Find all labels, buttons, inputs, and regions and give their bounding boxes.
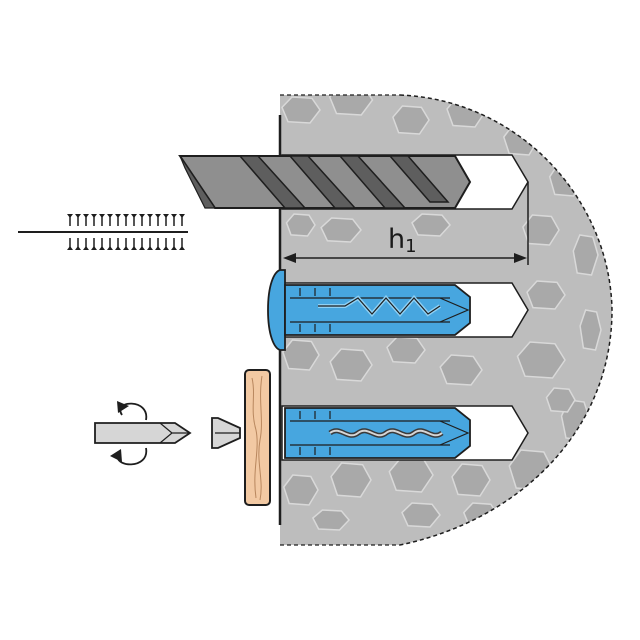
dimension-subscript: 1 xyxy=(405,236,416,257)
brush-bristle-tip xyxy=(75,214,81,218)
aggregate-stone xyxy=(439,354,483,386)
aggregate-stones xyxy=(281,95,602,531)
brush-bristle-tip xyxy=(115,214,121,218)
aggregate-stone xyxy=(462,502,499,528)
brush-bristle-tip xyxy=(91,214,97,218)
aggregate-stone xyxy=(320,217,362,243)
brush-bristle-tip xyxy=(147,214,153,218)
brush-bristle-tip xyxy=(67,214,73,218)
dimension-label: h1 xyxy=(388,224,417,257)
brush-bristle-tip xyxy=(123,246,129,250)
wall-plug-icon xyxy=(267,269,471,351)
screwdriver-bit-icon xyxy=(94,422,192,444)
brush-bristle-tip xyxy=(171,246,177,250)
aggregate-stone xyxy=(282,339,320,371)
aggregate-stone xyxy=(285,213,316,237)
aggregate-stone xyxy=(516,341,566,379)
aggregate-stone xyxy=(330,462,372,498)
brush-bristle-tip xyxy=(171,214,177,218)
cleaning-brush-icon xyxy=(18,214,188,250)
dimension-symbol: h xyxy=(388,224,405,255)
aggregate-stone xyxy=(572,234,599,276)
screw-set-step xyxy=(94,369,529,506)
dimension-arrow-left xyxy=(283,253,296,263)
aggregate-stone xyxy=(411,213,451,237)
brush-bristle-tip xyxy=(99,214,105,218)
wall-plug-expanded-icon xyxy=(284,407,471,459)
depth-dimension: h1 xyxy=(283,224,527,263)
brush-bristle-tip xyxy=(83,246,89,250)
brush-bristle-tip xyxy=(99,246,105,250)
aggregate-stone xyxy=(329,348,373,382)
wood-batten-icon xyxy=(244,369,271,506)
brush-bristle-tip xyxy=(155,246,161,250)
brush-bristle-tip xyxy=(115,246,121,250)
drill-hole-step xyxy=(178,154,529,265)
aggregate-stone xyxy=(328,95,374,116)
aggregate-stone xyxy=(545,387,576,413)
brush-bristle-tip xyxy=(179,214,185,218)
brush-bristle-tip xyxy=(91,246,97,250)
dimension-arrow-right xyxy=(514,253,527,263)
brush-bristle-tip xyxy=(123,214,129,218)
brush-bristle-tip xyxy=(139,214,145,218)
brush-bristle-tip xyxy=(163,246,169,250)
aggregate-stone xyxy=(579,309,602,351)
brush-bristles xyxy=(67,214,185,250)
aggregate-stone xyxy=(392,105,430,135)
aggregate-stone xyxy=(311,509,351,531)
brush-bristle-tip xyxy=(75,246,81,250)
brush-bristle-tip xyxy=(155,214,161,218)
plug-inserted-step xyxy=(267,269,529,351)
aggregate-stone xyxy=(508,449,554,491)
rotation-arrow-icon xyxy=(110,401,147,466)
brush-bristle-tip xyxy=(83,214,89,218)
screw-icon xyxy=(211,417,241,449)
aggregate-stone xyxy=(401,502,441,528)
aggregate-stone xyxy=(451,463,491,497)
brush-bristle-tip xyxy=(107,246,113,250)
brush-bristle-tip xyxy=(131,214,137,218)
drill-bit-icon xyxy=(178,155,472,209)
aggregate-stone xyxy=(526,280,566,310)
aggregate-stone xyxy=(281,96,321,124)
wall-dashed-outline xyxy=(399,94,613,546)
brush-bristle-tip xyxy=(147,246,153,250)
brush-bristle-tip xyxy=(107,214,113,218)
brush-bristle-tip xyxy=(139,246,145,250)
brush-bristle-tip xyxy=(163,214,169,218)
brush-bristle-tip xyxy=(131,246,137,250)
brush-bristle-tip xyxy=(179,246,185,250)
brush-bristle-tip xyxy=(67,246,73,250)
aggregate-stone xyxy=(282,474,319,506)
